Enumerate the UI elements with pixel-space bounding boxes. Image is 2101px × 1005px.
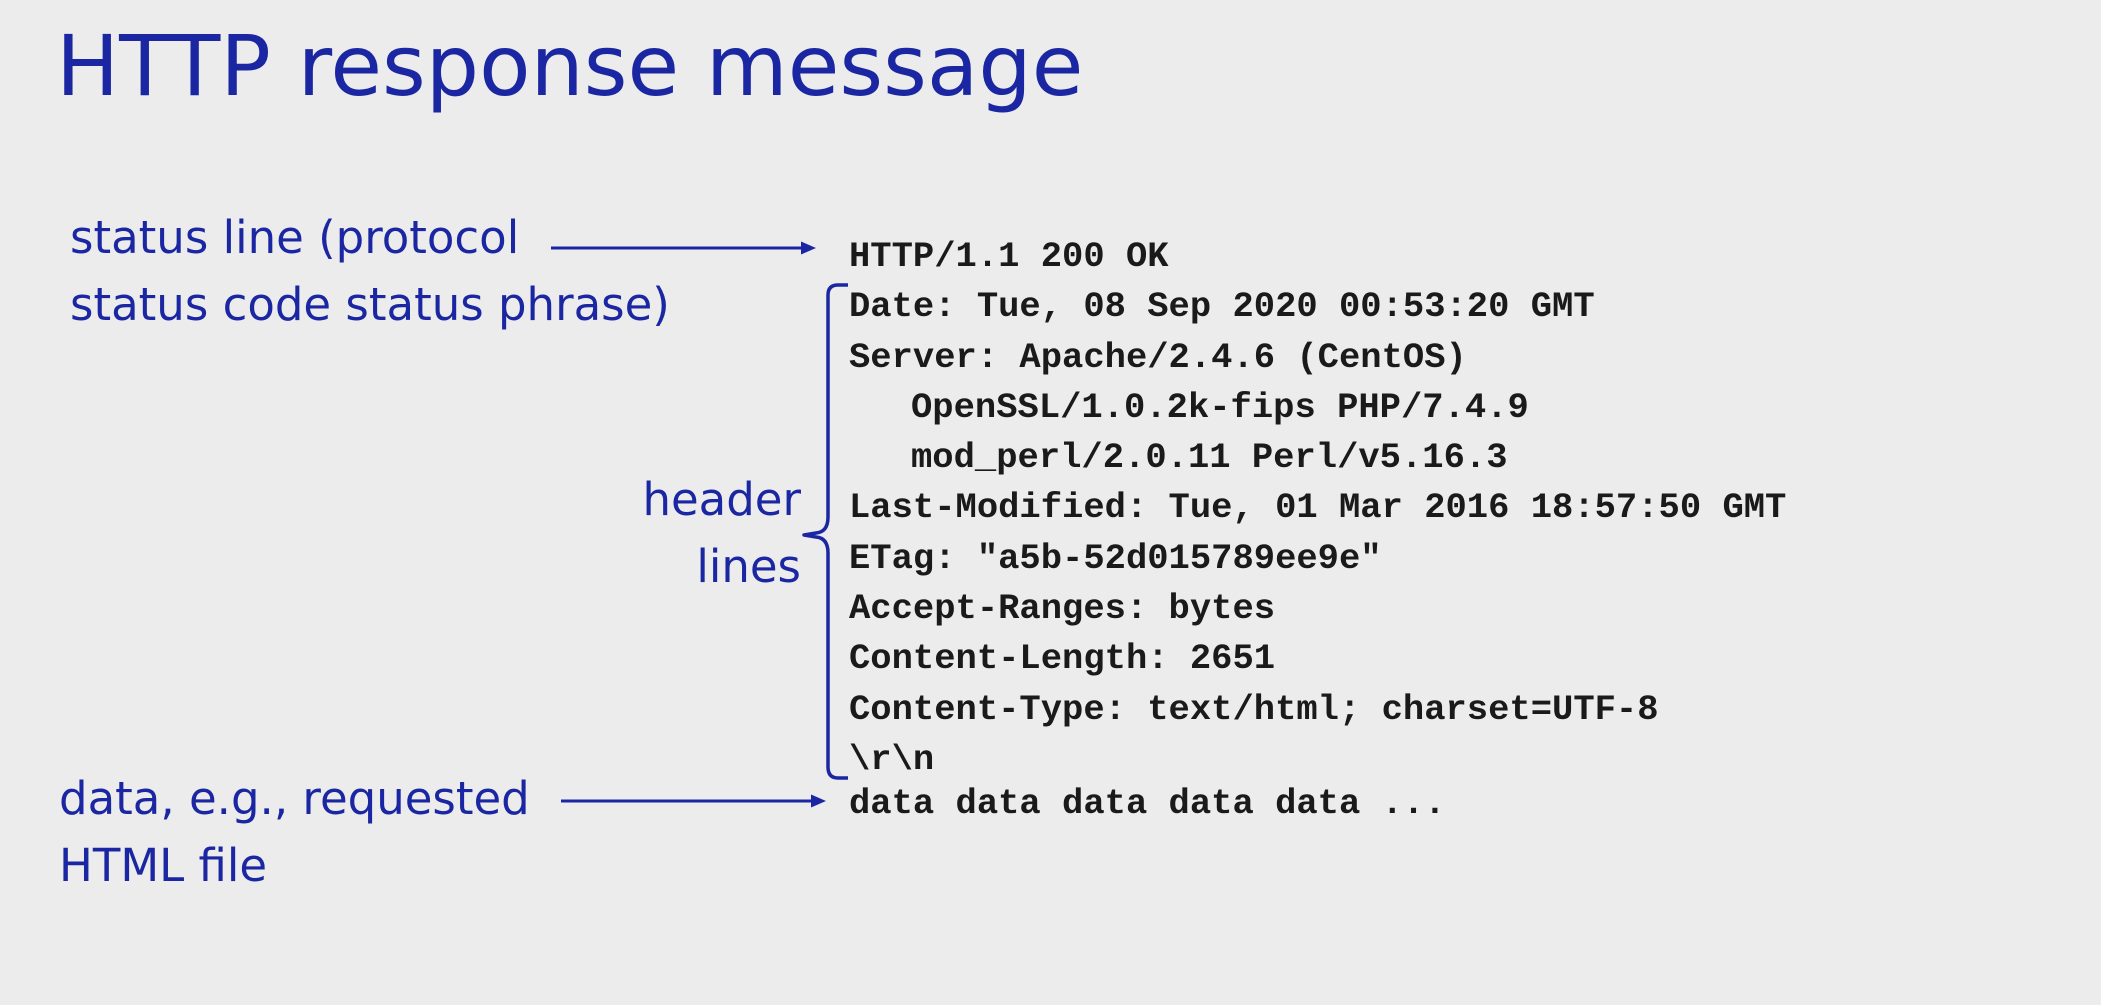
header-line-date: Date: Tue, 08 Sep 2020 00:53:20 GMT	[849, 286, 1595, 328]
header-line-content-length: Content-Length: 2651	[849, 638, 1276, 680]
data-annotation-line-2: HTML file	[59, 839, 268, 892]
header-lines-annotation: header lines	[642, 466, 801, 600]
data-annotation-line-1: data, e.g., requested	[59, 772, 530, 825]
status-line-arrow-head	[801, 241, 816, 255]
header-line-etag: ETag: "a5b-52d015789ee9e"	[849, 537, 1382, 579]
status-line-annotation: status line (protocol status code status…	[70, 204, 670, 338]
body-data-line: data data data data data ...	[849, 782, 1446, 824]
header-line-server-cont-2: mod_perl/2.0.11 Perl/v5.16.3	[911, 437, 1508, 479]
header-line-content-type: Content-Type: text/html; charset=UTF-8	[849, 688, 1659, 730]
header-line-server: Server: Apache/2.4.6 (CentOS)	[849, 336, 1467, 378]
data-arrow	[561, 794, 826, 808]
blank-line-crlf: \r\n	[849, 738, 935, 780]
status-line-annotation-line-2: status code status phrase)	[70, 278, 670, 331]
header-lines-bracket	[802, 283, 848, 780]
header-line-accept-ranges: Accept-Ranges: bytes	[849, 588, 1276, 630]
header-lines-annotation-line-2: lines	[696, 540, 801, 593]
status-line: HTTP/1.1 200 OK	[849, 236, 1169, 277]
header-line-last-modified: Last-Modified: Tue, 01 Mar 2016 18:57:50…	[849, 487, 1787, 529]
header-lines-annotation-line-1: header	[642, 473, 801, 526]
status-line-annotation-line-1: status line (protocol	[70, 211, 520, 264]
header-line-server-cont-1: OpenSSL/1.0.2k-fips PHP/7.4.9	[911, 386, 1529, 428]
data-annotation: data, e.g., requested HTML file	[59, 765, 530, 899]
http-response-code-block: HTTP/1.1 200 OK Date: Tue, 08 Sep 2020 00…	[849, 228, 1786, 825]
slide-title: HTTP response message	[56, 17, 1084, 115]
data-arrow-head	[811, 794, 826, 808]
